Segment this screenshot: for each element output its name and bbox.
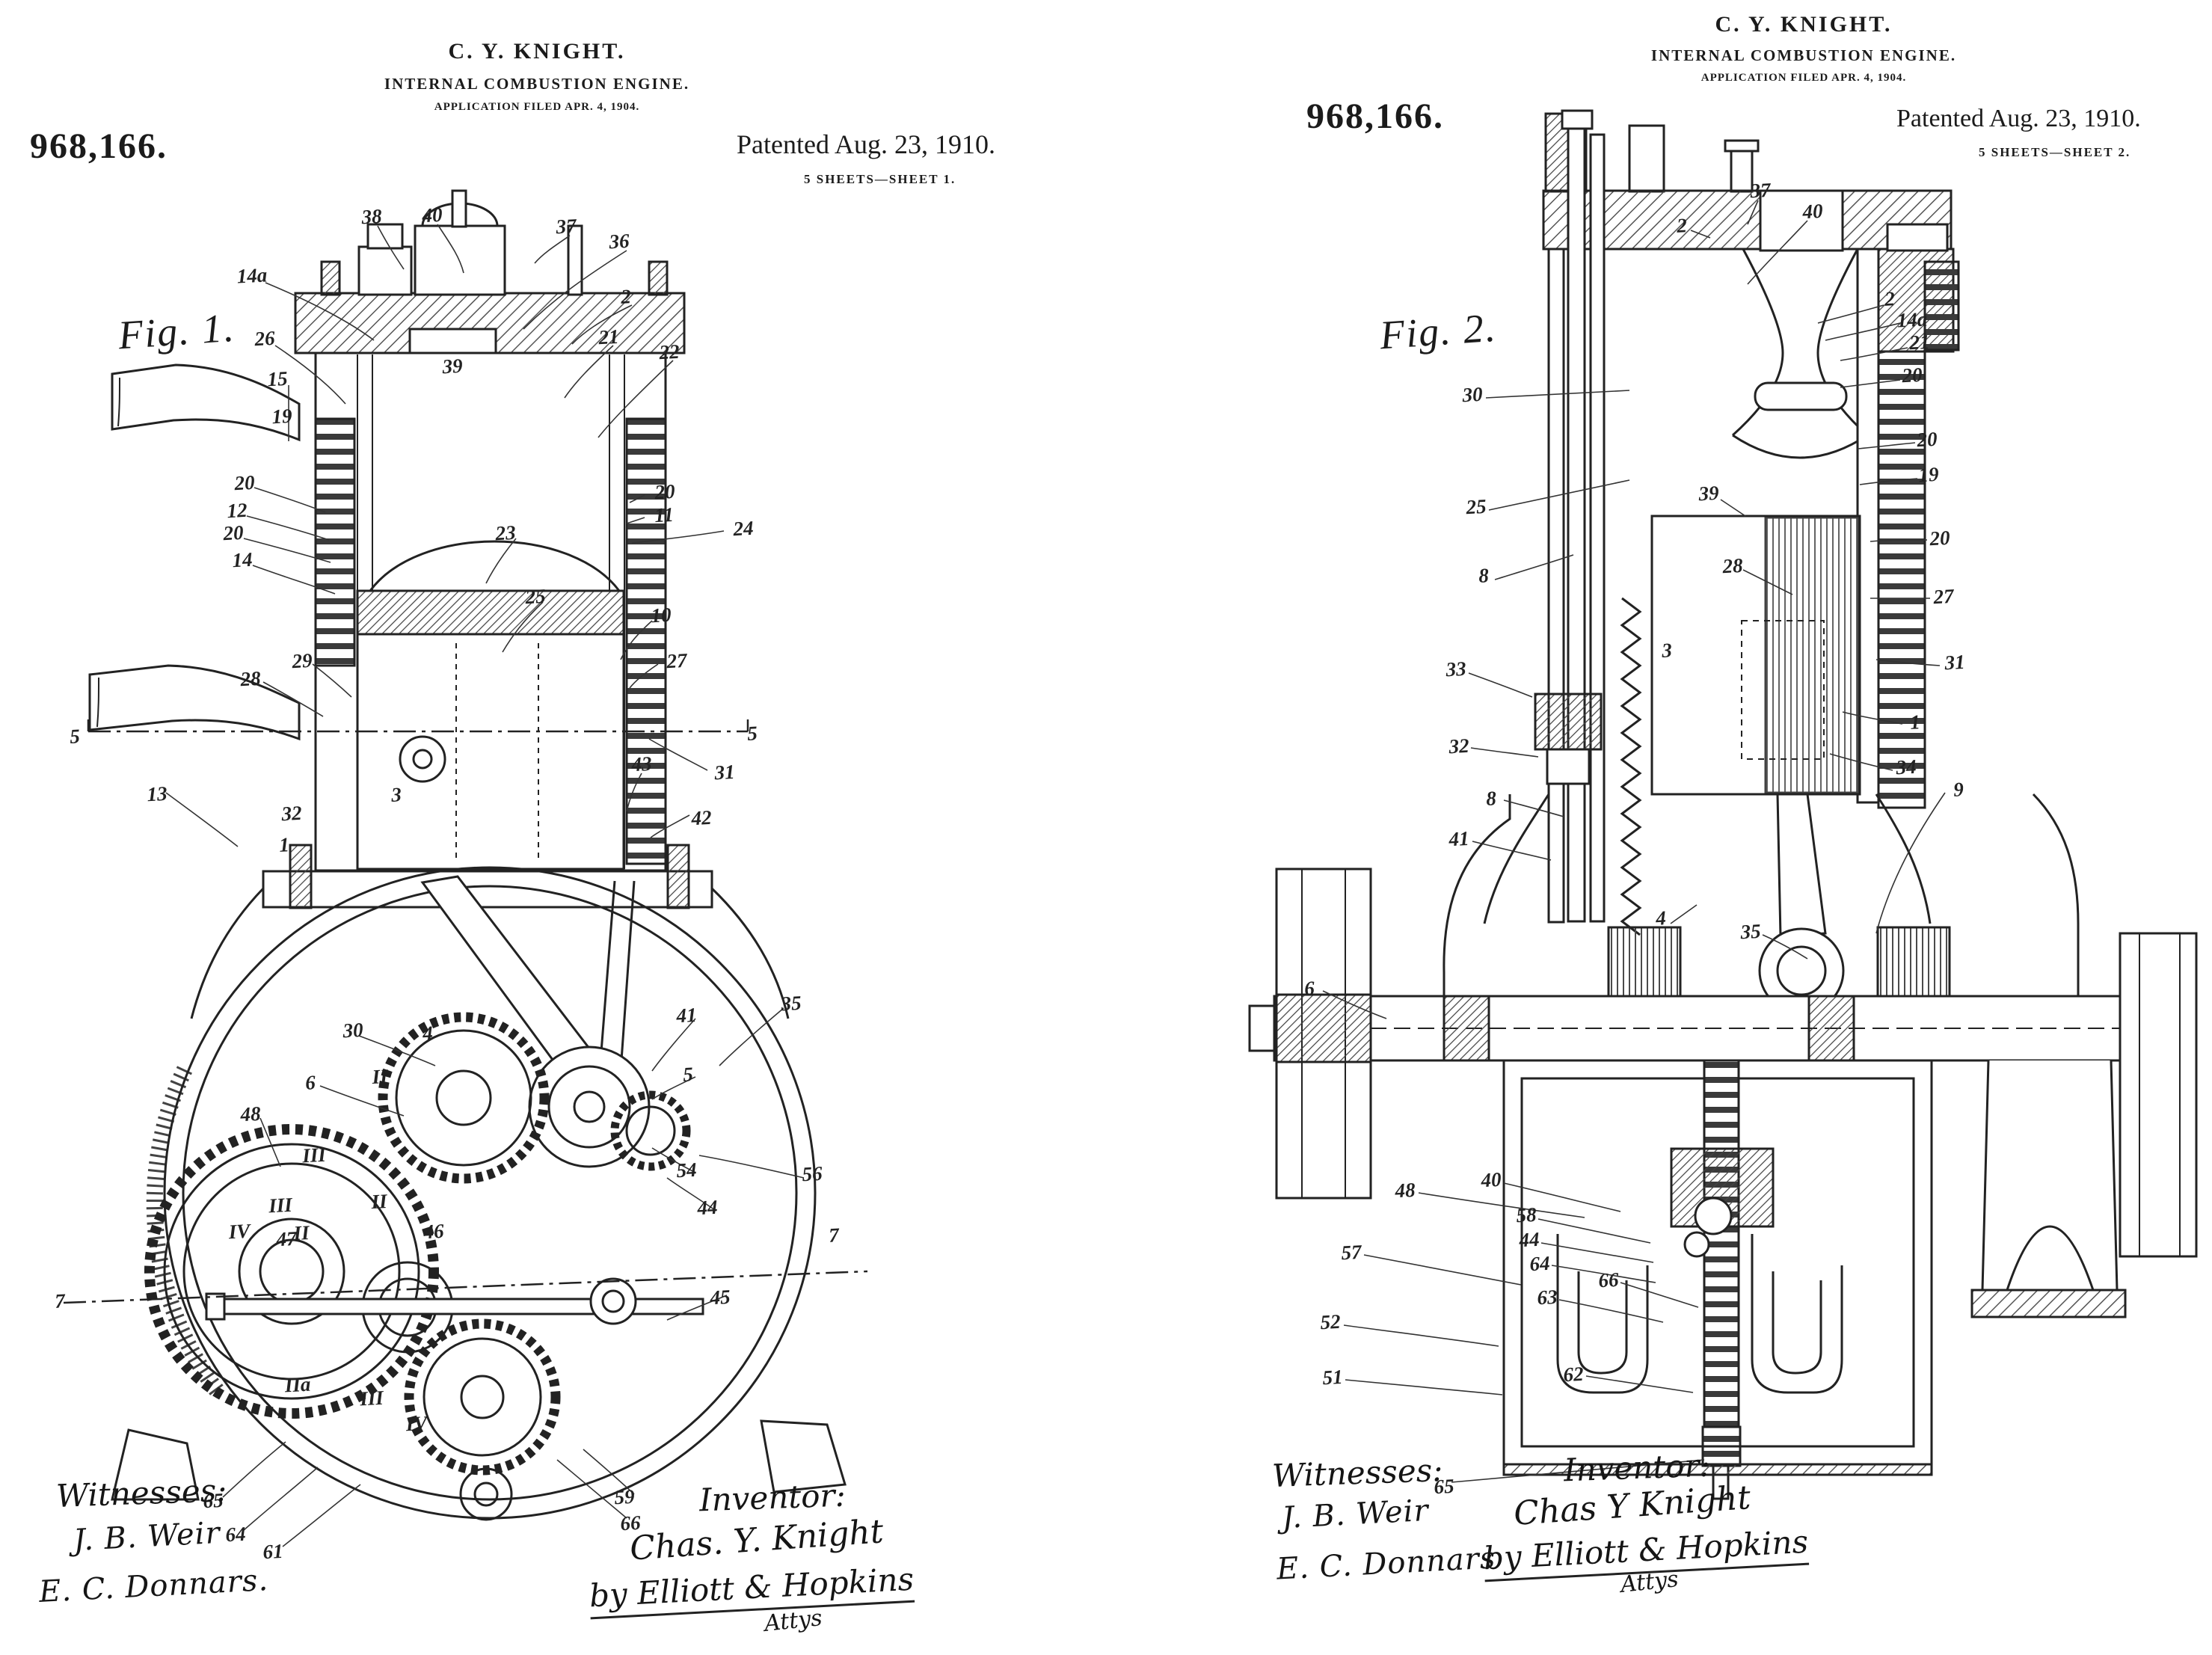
base-line [1502, 1463, 1933, 1476]
cooling-fins-right [1877, 350, 1926, 809]
filing-date-line: APPLICATION FILED APR. 4, 1904. [434, 101, 640, 113]
crank-web-right [1876, 926, 1951, 998]
bottom-roller [459, 1467, 513, 1521]
intake-horn-upper [111, 363, 301, 442]
inventor-label: Inventor: [698, 1476, 847, 1519]
sheet-count: 5 SHEETS—SHEET 1. [804, 172, 956, 186]
patent-number: 968,166. [30, 126, 168, 166]
piston-pin-outline [1741, 620, 1825, 760]
patent-sheet-2: C. Y. KNIGHT. INTERNAL COMBUSTION ENGINE… [1106, 0, 2212, 1655]
inventor-name-heading: C. Y. KNIGHT. [1715, 12, 1893, 37]
pedestal [1981, 1060, 2119, 1292]
invention-title: INTERNAL COMBUSTION ENGINE. [1650, 46, 1957, 64]
head-bolt [1730, 147, 1754, 193]
fig1-drawing [63, 189, 868, 1547]
sleeve-rod-b [1589, 133, 1606, 923]
main-bearing-right [1807, 995, 1855, 1062]
crank-web-left [1607, 926, 1682, 998]
valve-stem [451, 189, 467, 228]
main-bearing-left [1443, 995, 1490, 1062]
leader-lines [1322, 200, 1946, 1483]
case-flange [262, 870, 713, 909]
inventor-name-heading: C. Y. KNIGHT. [448, 39, 626, 64]
flywheel-right [2119, 932, 2198, 1258]
crank-big-end [528, 1045, 651, 1168]
patented-date: Patented Aug. 23, 1910. [1896, 105, 2141, 132]
patented-date: Patented Aug. 23, 1910. [737, 129, 995, 159]
patent-number: 968,166. [1306, 96, 1444, 136]
witnesses-label: Witnesses: [1271, 1452, 1444, 1494]
section-line-7 [63, 1270, 868, 1304]
filing-date-line: APPLICATION FILED APR. 4, 1904. [1701, 72, 1907, 84]
cylinder-head [1542, 189, 1953, 251]
valve-cap-left [357, 245, 413, 296]
crankcase-outline [1443, 793, 2080, 996]
fig2-drawing [1248, 109, 2198, 1500]
sheet1-header: C. Y. KNIGHT. INTERNAL COMBUSTION ENGINE… [238, 39, 836, 114]
tappet-guide-right [1751, 1234, 1843, 1394]
tappet-guide-left [1556, 1234, 1649, 1394]
invention-title: INTERNAL COMBUSTION ENGINE. [384, 75, 690, 93]
wrist-pin [399, 735, 446, 783]
case-foot-right [760, 1419, 847, 1493]
cooling-fins-left [314, 417, 356, 667]
idler-gear [610, 1090, 691, 1171]
sleeve-rod-outer [1547, 248, 1565, 924]
eccentric-rod [598, 880, 636, 1072]
lower-gear [404, 1318, 561, 1476]
valve-port-slot [1754, 381, 1848, 411]
sheet-count: 5 SHEETS—SHEET 2. [1979, 145, 2131, 159]
piston-dome [369, 540, 621, 592]
sleeve-rod-a [1567, 126, 1586, 923]
patent-sheet-1: C. Y. KNIGHT. INTERNAL COMBUSTION ENGINE… [30, 39, 995, 1637]
intake-horn-lower [88, 664, 301, 741]
sheet2-header: C. Y. KNIGHT. INTERNAL COMBUSTION ENGINE… [1505, 12, 2103, 85]
witnesses-label: Witnesses: [55, 1472, 228, 1514]
case-foot-left [111, 1428, 200, 1501]
valve-tower [414, 224, 506, 296]
piston [356, 589, 625, 871]
rod-collar [1534, 693, 1603, 751]
rod-tower-right [1628, 124, 1665, 193]
crankcase-inner [182, 885, 798, 1501]
connecting-rod [1776, 793, 1827, 938]
leader-lines [165, 224, 805, 1547]
crank-gear [378, 1012, 550, 1184]
sleeve-rack [1620, 597, 1642, 936]
crankcase-outer [163, 866, 817, 1520]
large-timing-gear [144, 1124, 439, 1419]
